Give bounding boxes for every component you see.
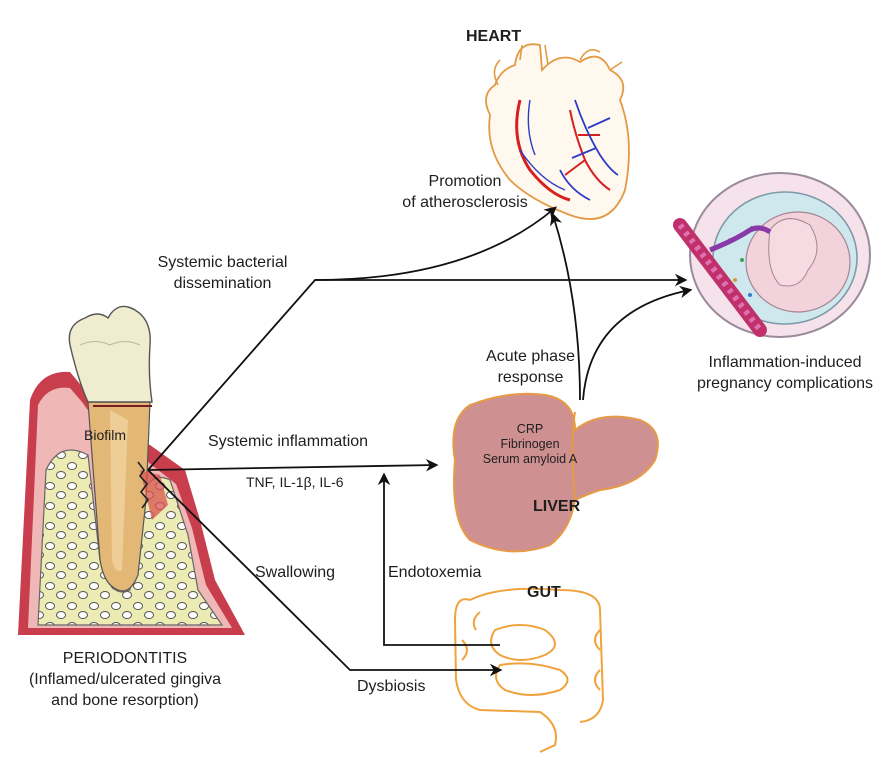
dissemination-label: Systemic bacterial dissemination bbox=[145, 252, 300, 294]
pregnancy-label: Inflammation-induced pregnancy complicat… bbox=[690, 352, 880, 394]
periodontitis-label: PERIODONTITIS (Inflamed/ulcerated gingiv… bbox=[5, 648, 245, 711]
swallowing-label: Swallowing bbox=[255, 562, 335, 583]
acute-phase-line1: Acute phase bbox=[468, 346, 593, 367]
dysbiosis-label: Dysbiosis bbox=[357, 676, 425, 697]
atherosclerosis-label: Promotion of atherosclerosis bbox=[395, 171, 535, 213]
marker-fibrinogen: Fibrinogen bbox=[460, 437, 600, 452]
arrow-inflammation bbox=[148, 465, 436, 470]
liver-markers: CRP Fibrinogen Serum amyloid A bbox=[460, 422, 600, 467]
marker-serum-amyloid: Serum amyloid A bbox=[460, 452, 600, 467]
periodontitis-line2: and bone resorption) bbox=[5, 690, 245, 711]
dissemination-line1: Systemic bacterial bbox=[145, 252, 300, 273]
endotoxemia-label: Endotoxemia bbox=[388, 562, 481, 583]
pregnancy-illustration bbox=[680, 173, 870, 337]
cytokines-label: TNF, IL-1β, IL-6 bbox=[246, 473, 344, 491]
gut-label: GUT bbox=[527, 582, 561, 603]
tooth-crown bbox=[69, 306, 152, 402]
liver-illustration bbox=[453, 394, 658, 552]
liver-label: LIVER bbox=[533, 496, 580, 517]
periodontitis-line1: (Inflamed/ulcerated gingiva bbox=[5, 669, 245, 690]
acute-phase-line2: response bbox=[468, 367, 593, 388]
atherosclerosis-line1: Promotion bbox=[395, 171, 535, 192]
biofilm-label: Biofilm bbox=[84, 426, 126, 444]
marker-crp: CRP bbox=[460, 422, 600, 437]
atherosclerosis-line2: of atherosclerosis bbox=[395, 192, 535, 213]
heart-label: HEART bbox=[466, 26, 521, 47]
pregnancy-line1: Inflammation-induced bbox=[690, 352, 880, 373]
arrow-acute-pregnancy bbox=[583, 290, 690, 400]
tooth-illustration bbox=[18, 306, 245, 635]
arrow-to-heart bbox=[315, 208, 555, 280]
pregnancy-line2: pregnancy complications bbox=[690, 373, 880, 394]
dissemination-line2: dissemination bbox=[145, 273, 300, 294]
periodontitis-title: PERIODONTITIS bbox=[5, 648, 245, 669]
acute-phase-label: Acute phase response bbox=[468, 346, 593, 388]
inflammation-label: Systemic inflammation bbox=[208, 431, 368, 452]
